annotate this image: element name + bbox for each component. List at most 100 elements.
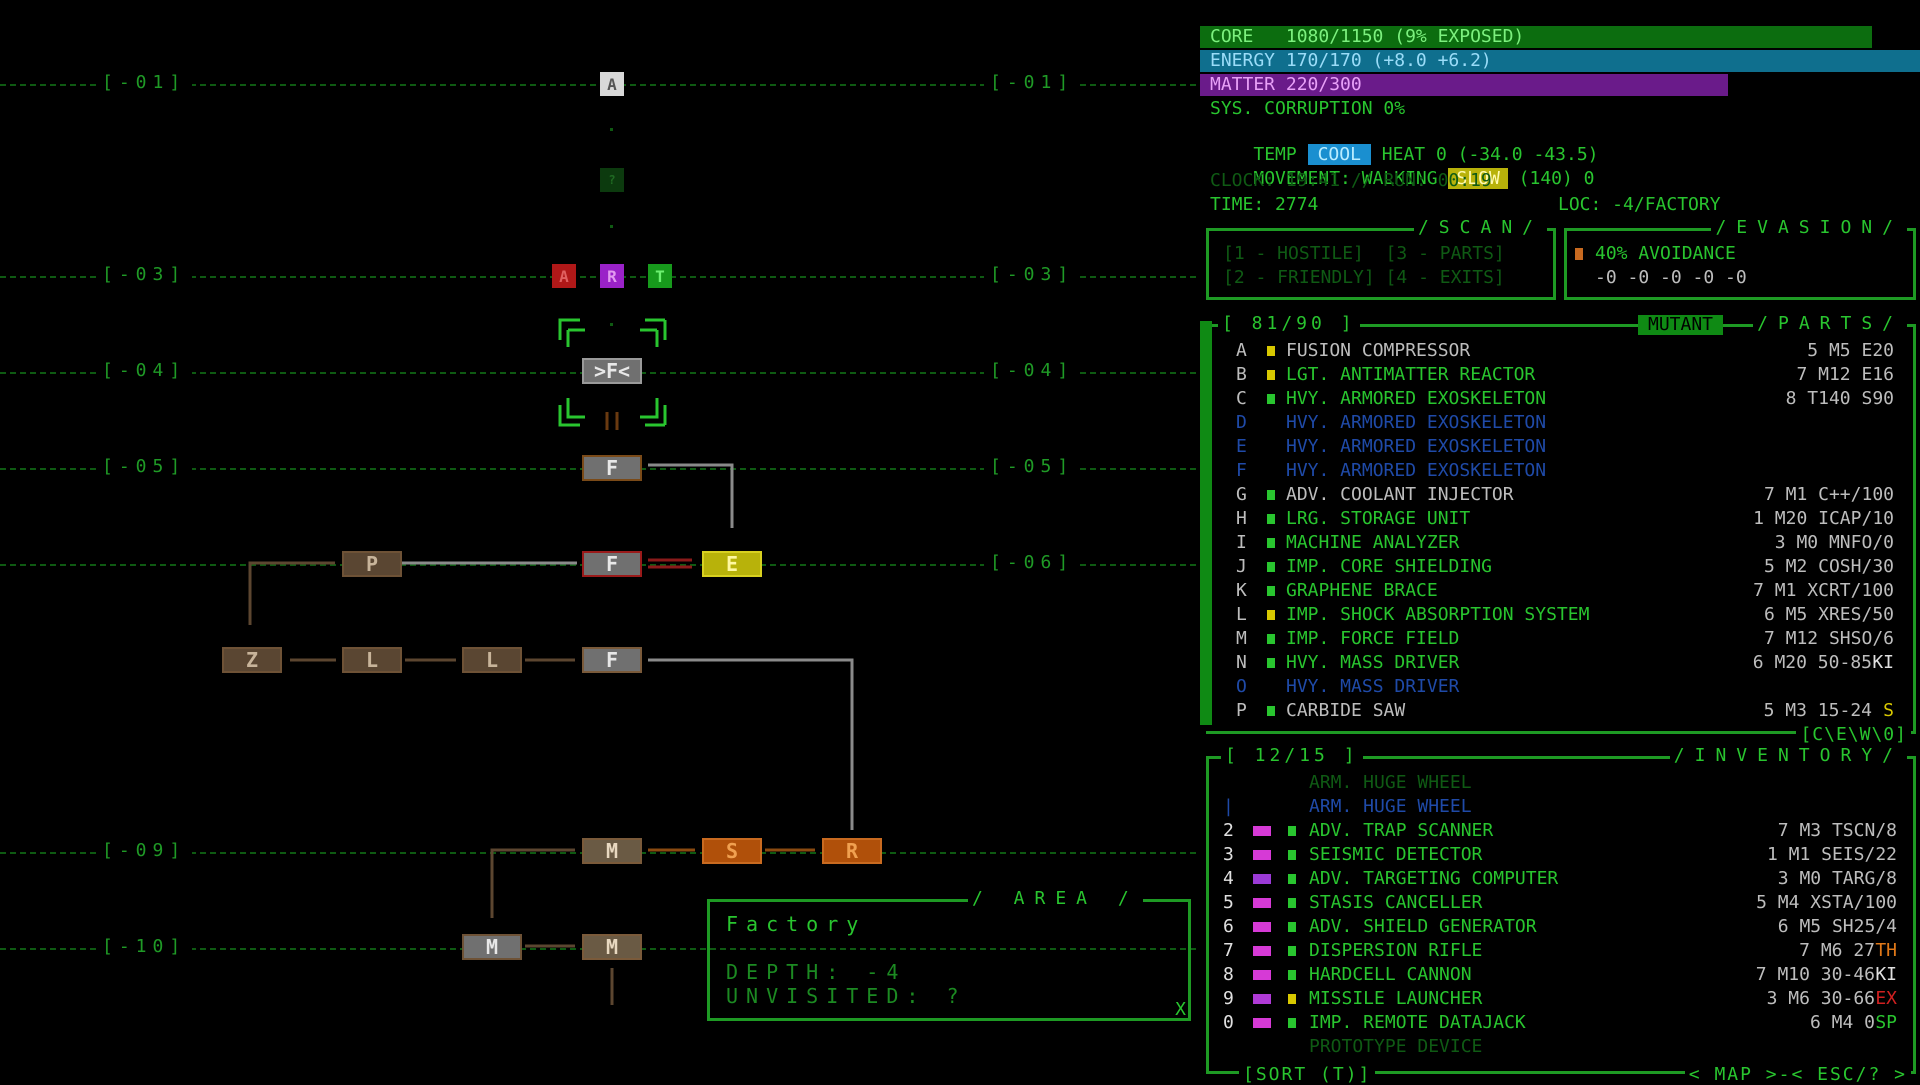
scan-title: /SCAN/ [1413,217,1547,238]
map-node-f-depth7[interactable]: F [577,638,647,682]
inventory-row[interactable]: |ARM. HUGE WHEEL [1209,795,1909,819]
map-node-l-a[interactable]: L [337,638,407,682]
map-node-exit-e[interactable]: E [697,542,767,586]
avoidance-marker [1575,248,1583,260]
part-slot: K [1236,580,1247,601]
inventory-item-name: ARM. HUGE WHEEL [1309,772,1472,793]
part-slot: O [1236,676,1247,697]
map-node-f-depth6[interactable]: F [577,542,647,586]
energy-bar: ENERGY 170/170 (+8.0 +6.2) [1200,50,1920,72]
part-name: HVY. ARMORED EXOSKELETON [1286,412,1547,433]
item-integrity-icon [1288,898,1296,908]
depth-label-right: [-03] [984,264,1081,285]
part-slot: J [1236,556,1247,577]
part-slot: N [1236,652,1247,673]
inventory-damage-type: TH [1875,940,1897,961]
part-slot: M [1236,628,1247,649]
inventory-item-name: ADV. TARGETING COMPUTER [1309,868,1559,889]
inventory-item-stats: 3 M6 30-66 [1766,988,1875,1009]
inventory-item-name: STASIS CANCELLER [1309,892,1483,913]
inventory-slot: 4 [1223,868,1234,889]
inventory-item-stats: 6 M5 SH25/4 [1777,916,1897,937]
part-integrity-icon [1267,370,1275,380]
movement-row: MOVEMENT: WALKING SLOW (140) 0 [1210,146,1595,189]
depth-label-left: [-01] [96,72,193,93]
scan-line-1[interactable]: [1 - HOSTILE] [3 - PARTS] [1223,243,1505,264]
map-node-unknown[interactable]: ? [600,168,624,192]
map-node-m-depth9[interactable]: M [577,829,647,873]
map-node-a-red[interactable]: A [552,264,576,288]
map-node-z[interactable]: Z [217,638,287,682]
world-map[interactable]: [-01][-03][-04][-05][-09][-10][-01][-03]… [0,0,1196,1080]
depth-label-left: [-09] [96,840,193,861]
inventory-item-stats: 7 M3 TSCN/8 [1777,820,1897,841]
depth-label-right: [-01] [984,72,1081,93]
sort-button[interactable]: [SORT (T)] [1239,1064,1376,1085]
item-integrity-icon [1288,946,1296,956]
map-node-current-location[interactable]: >F< [577,349,647,393]
temp-row: TEMP COOL HEAT 0 (-34.0 -43.5) [1210,122,1599,165]
part-stats: 5 M2 COSH/30 [1763,556,1894,577]
location-text: LOC: -4/FACTORY [1558,194,1721,215]
parts-footer[interactable]: [C\E\W\0] [1796,724,1911,745]
area-panel: / AREA / Factory DEPTH: -4 UNVISITED: ? … [707,888,1191,1021]
map-node-f-depth5[interactable]: F [577,446,647,490]
map-node-m-depth10-a[interactable]: M [457,925,527,969]
part-stats: 5 M3 15-24 [1763,700,1872,721]
map-node-l-b[interactable]: L [457,638,527,682]
inventory-row[interactable]: ARM. HUGE WHEEL [1209,771,1909,795]
map-node-r-depth9[interactable]: R [817,829,887,873]
depth-line [0,276,1196,278]
part-name: IMP. SHOCK ABSORPTION SYSTEM [1286,604,1590,625]
item-sprite-icon [1253,826,1271,836]
scan-panel: /SCAN/ [1 - HOSTILE] [3 - PARTS] [2 - FR… [1206,217,1556,300]
area-close-button[interactable]: X [1175,999,1186,1020]
depth-line [0,84,1196,86]
map-esc-buttons[interactable]: < MAP >-< ESC/? > [1684,1064,1911,1085]
inventory-row[interactable]: PROTOTYPE DEVICE [1209,1035,1909,1059]
inventory-item-stats: 7 M10 30-46 [1755,964,1875,985]
map-node-m-depth10-b[interactable]: M [577,925,647,969]
part-stats: 1 M20 ICAP/10 [1753,508,1894,529]
part-name: IMP. FORCE FIELD [1286,628,1460,649]
map-node-p[interactable]: P [337,542,407,586]
scan-line-2[interactable]: [2 - FRIENDLY] [4 - EXITS] [1223,267,1505,288]
map-node-a-top[interactable]: A [600,72,624,96]
map-node-t-green[interactable]: T [648,264,672,288]
parts-scrollbar[interactable] [1200,321,1212,725]
part-name: CARBIDE SAW [1286,700,1406,721]
item-integrity-icon [1288,826,1296,836]
core-bar: CORE 1080/1150 (9% EXPOSED) [1200,26,1872,48]
depth-label-left: [-03] [96,264,193,285]
item-integrity-icon [1288,850,1296,860]
map-node-r-purple[interactable]: R [600,264,624,288]
map-node-s-depth9[interactable]: S [697,829,767,873]
inventory-slot: 6 [1223,916,1234,937]
evasion-line-1: 40% AVOIDANCE [1595,243,1736,264]
